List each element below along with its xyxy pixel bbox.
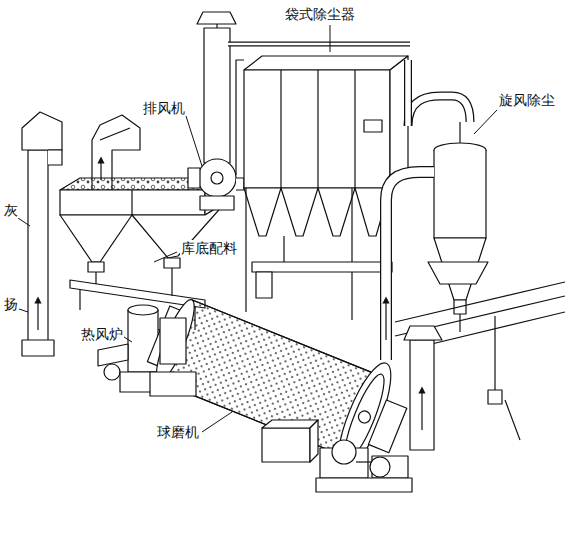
cyclone bbox=[408, 60, 488, 332]
mill-inlet bbox=[150, 318, 318, 462]
bucket-elevator-left bbox=[22, 112, 62, 356]
part-label: 库底配料 bbox=[180, 240, 238, 256]
mill-drive bbox=[316, 440, 412, 492]
part-label: 灰 bbox=[3, 202, 19, 218]
leader-lines bbox=[16, 25, 497, 432]
part-label: 袋式除尘器 bbox=[284, 6, 356, 22]
discharge-elevator bbox=[404, 326, 442, 450]
ball-mill bbox=[137, 280, 420, 484]
part-label: 扬 bbox=[3, 296, 19, 312]
part-label: 排风机 bbox=[142, 100, 186, 116]
part-label: 球磨机 bbox=[156, 424, 200, 440]
part-label: 热风炉 bbox=[80, 326, 124, 342]
part-label: 旋风除尘 bbox=[498, 92, 556, 108]
